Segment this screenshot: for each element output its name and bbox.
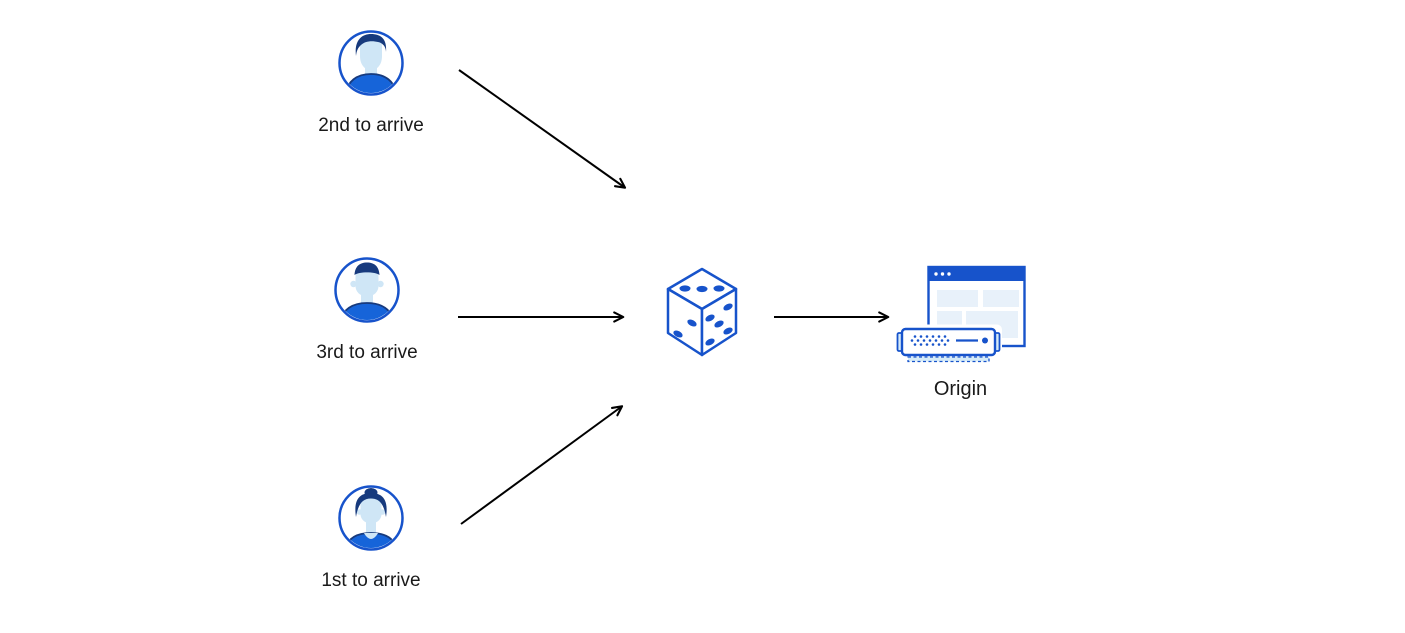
woman-bun-hair-avatar-icon [338, 485, 404, 551]
content-block [983, 290, 1019, 307]
origin-label: Origin [933, 378, 988, 400]
content-block [937, 290, 978, 307]
window-dot [947, 272, 951, 276]
user-label-2nd: 2nd to arrive [318, 115, 424, 136]
server-vent-dots [910, 335, 950, 346]
avatar-neck [366, 517, 376, 534]
user-label-1st: 1st to arrive [321, 570, 421, 591]
dice-icon [666, 267, 738, 357]
origin-icon [896, 265, 1026, 363]
user-node-3rd: 3rd to arrive [297, 257, 437, 365]
window-dot [940, 272, 945, 276]
server-icon [896, 324, 1002, 363]
avatar-face [360, 38, 382, 70]
avatar-face [360, 496, 382, 523]
user-label-3rd: 3rd to arrive [316, 342, 418, 363]
user-node-1st: 1st to arrive [301, 485, 441, 593]
avatar-face [355, 267, 379, 296]
man-swept-hair-avatar-icon [338, 30, 404, 96]
arrow-user-1st-to-dice [460, 405, 624, 525]
avatar-chest [364, 533, 378, 539]
server-indicator-dot [982, 337, 988, 344]
man-short-hair-avatar-icon [334, 257, 400, 323]
user-node-2nd: 2nd to arrive [301, 30, 441, 138]
origin-node: Origin [893, 262, 1028, 401]
avatar-ear [377, 280, 384, 288]
random-selection-node [665, 266, 739, 358]
arrow-user-2nd-to-dice [458, 69, 627, 189]
avatar-hair [355, 493, 387, 517]
avatar-hair [354, 262, 380, 275]
avatar-ear [350, 280, 357, 288]
avatar-hair [355, 34, 387, 56]
window-dot [934, 272, 938, 276]
